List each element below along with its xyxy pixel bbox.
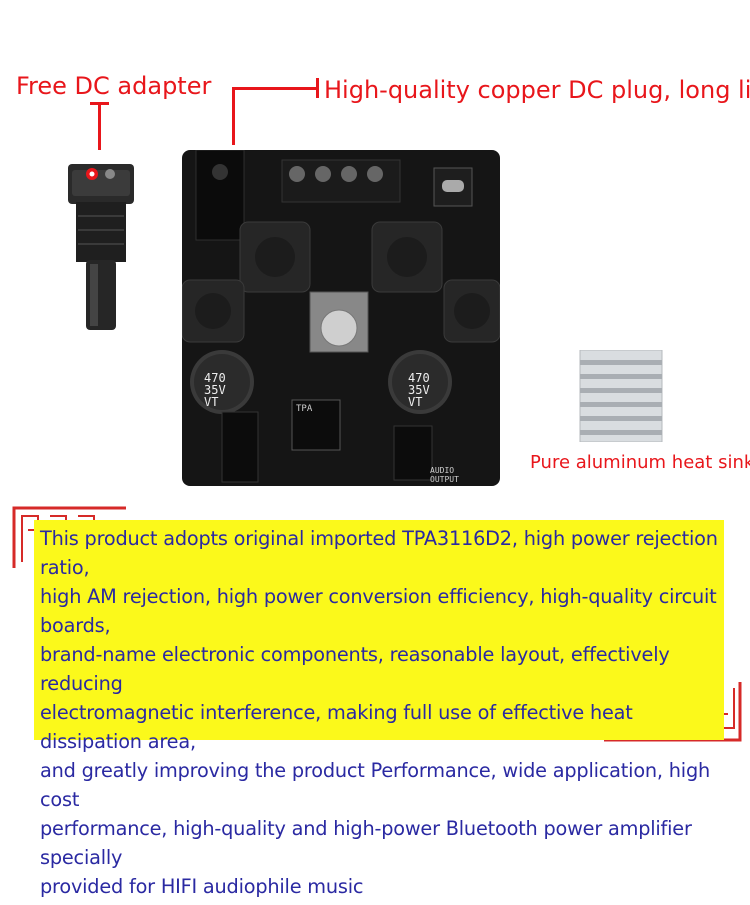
dc-adapter-image (68, 164, 134, 330)
product-description: This product adopts original imported TP… (40, 527, 718, 898)
chip-label: TPA (296, 404, 313, 414)
plug-leader-horizontal (232, 87, 316, 90)
cap-right-label: 470 35V VT (408, 371, 430, 409)
plug-leader-vertical (232, 87, 235, 145)
adapter-leader-line (98, 102, 101, 150)
adapter-leader-cap (90, 102, 109, 105)
amplifier-board-image (182, 150, 500, 486)
description-highlight (34, 520, 724, 740)
adapter-callout: Free DC adapter (16, 72, 212, 100)
dc-plug-callout: High-quality copper DC plug, long life (324, 76, 750, 104)
heatsink-callout: Pure aluminum heat sink (530, 452, 750, 473)
audio-output-label: AUDIO OUTPUT (430, 466, 459, 484)
product-description-box: This product adopts original imported TP… (34, 520, 724, 898)
heat-sink-image (579, 350, 663, 442)
plug-leader-cap (316, 78, 319, 98)
cap-left-label: 470 35V VT (204, 371, 226, 409)
